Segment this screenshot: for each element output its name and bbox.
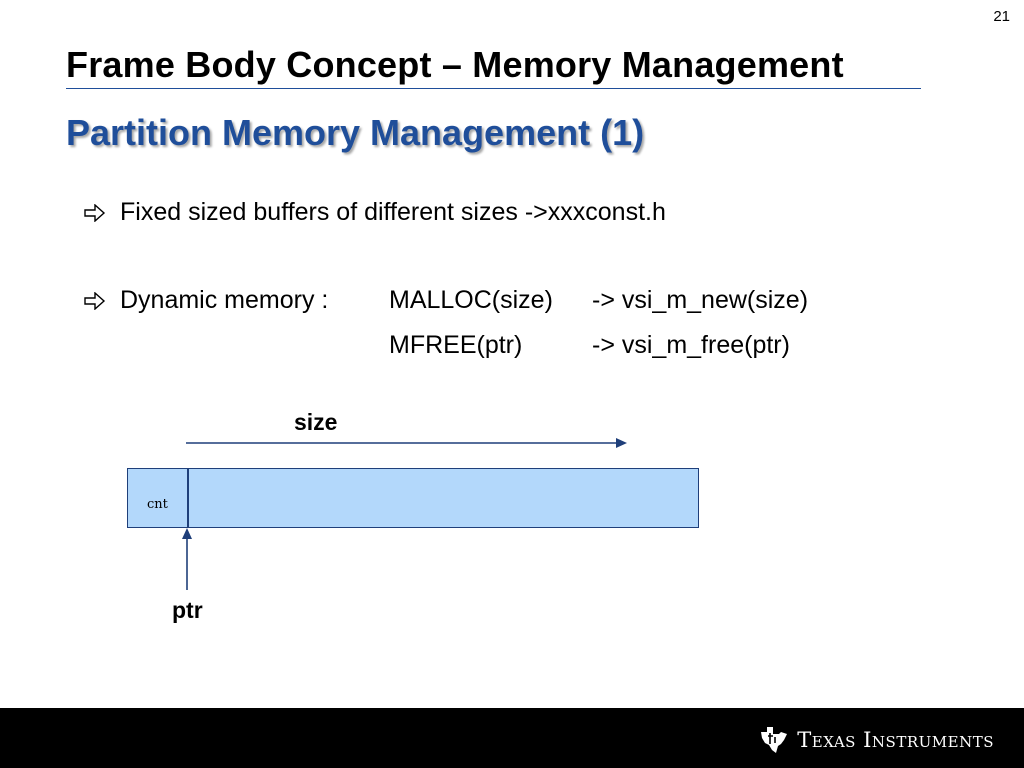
footer-bar <box>0 708 1024 768</box>
size-arrow <box>186 438 627 448</box>
cnt-divider <box>187 468 189 528</box>
texas-instruments-logo-icon <box>761 727 788 753</box>
ti-logo: Texas Instruments <box>757 724 994 756</box>
size-label: size <box>294 409 338 435</box>
bullet-dynamic-memory-label: Dynamic memory : <box>120 286 329 314</box>
slide-subtitle: Partition Memory Management (1) <box>66 112 645 153</box>
memory-buffer <box>127 468 699 528</box>
ptr-arrow <box>182 528 192 590</box>
ptr-label: ptr <box>172 597 203 623</box>
mfree-mapping: -> vsi_m_free(ptr) <box>592 331 790 359</box>
ti-logo-text: Texas Instruments <box>797 728 994 752</box>
mfree-macro: MFREE(ptr) <box>389 331 523 359</box>
slide-title: Frame Body Concept – Memory Management <box>66 44 844 85</box>
bullet-arrow-icon <box>84 292 106 310</box>
malloc-mapping: -> vsi_m_new(size) <box>592 286 809 314</box>
slide-number: 21 <box>993 8 1010 25</box>
cnt-label: cnt <box>147 497 168 512</box>
bullet-arrow-icon <box>84 204 106 222</box>
title-underline <box>66 88 921 89</box>
malloc-macro: MALLOC(size) <box>389 286 553 314</box>
bullet-fixed-buffers: Fixed sized buffers of different sizes -… <box>120 198 666 226</box>
